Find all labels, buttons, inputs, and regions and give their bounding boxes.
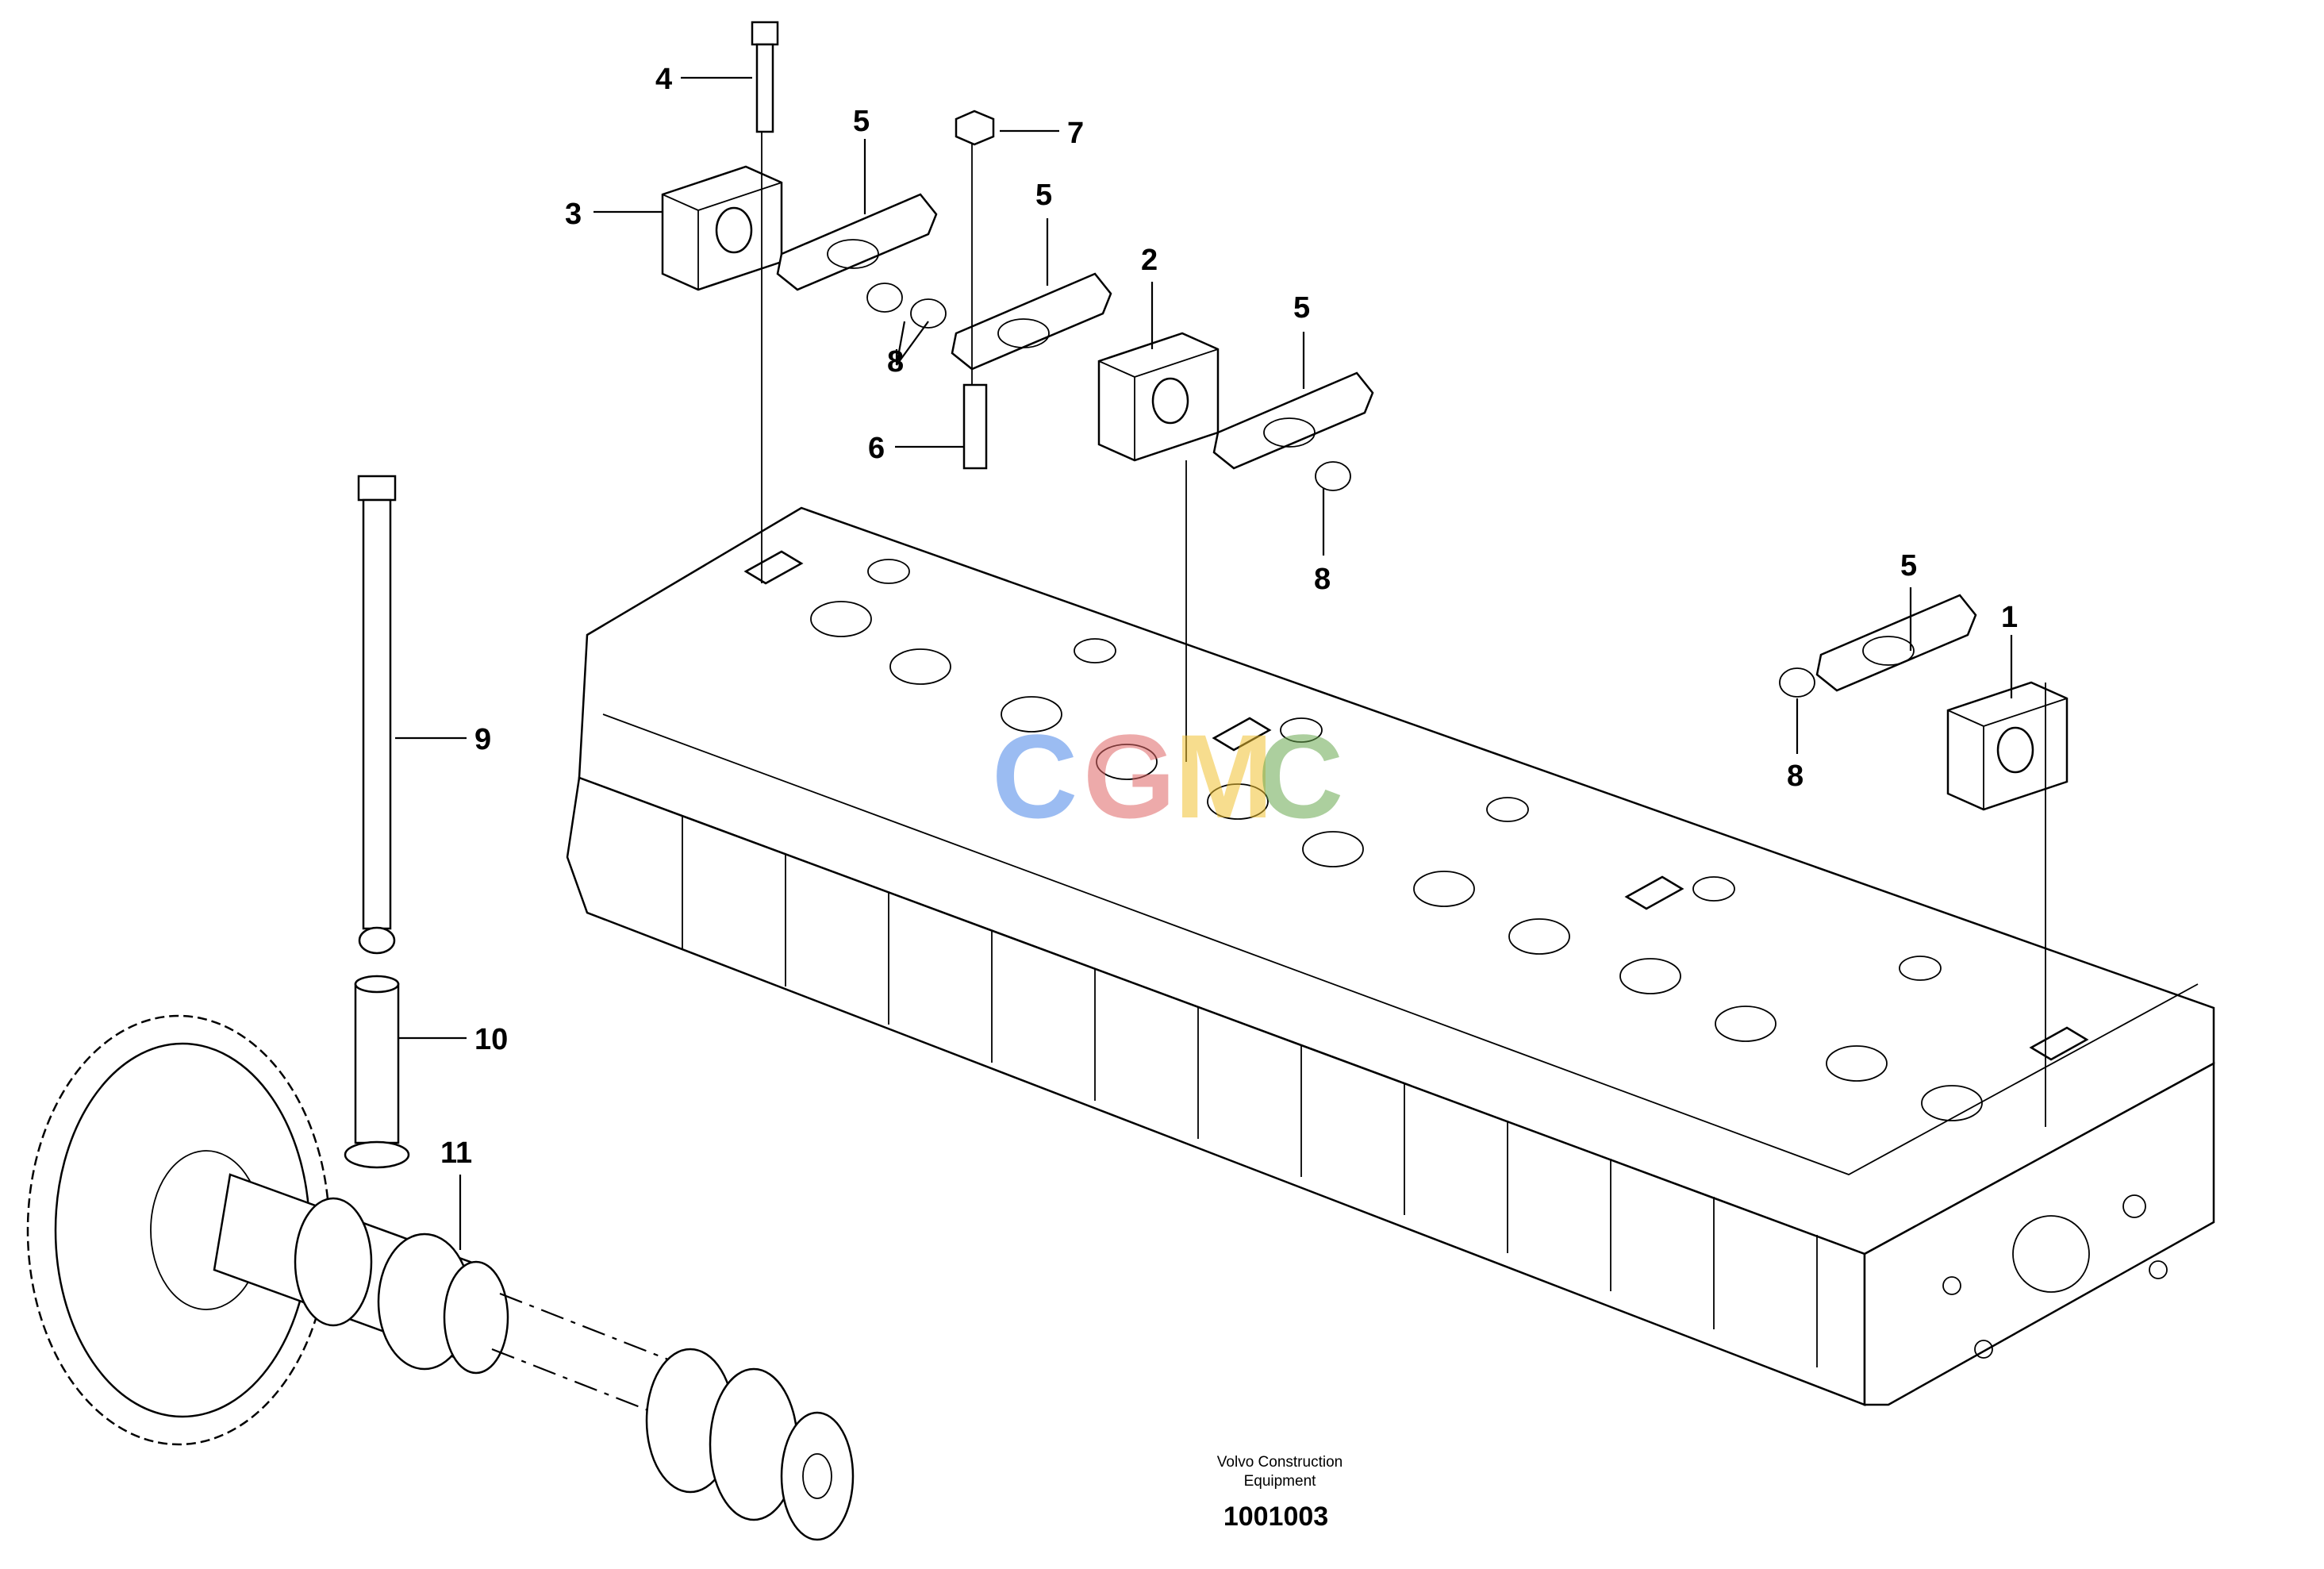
watermark-letter: C [992,710,1077,843]
callout-2: 2 [1141,244,1158,277]
callout-6: 6 [868,432,885,465]
watermark-letter: M [1174,710,1273,843]
callout-1: 1 [2001,601,2018,634]
watermark-letter: C [1258,710,1343,843]
callouts: 4 5 7 3 5 2 5 8 6 8 9 5 1 8 10 11 [440,63,2018,1170]
footer: Volvo Construction Equipment 1001003 [1217,1454,1343,1532]
rocker-assembly-right [1779,594,2069,1127]
callout-10: 10 [474,1023,508,1056]
callout-4: 4 [655,63,672,96]
manufacturer-line-2: Equipment [1244,1473,1317,1490]
camshaft [213,1173,855,1541]
camshaft-gear [26,1014,331,1446]
pushrod [357,475,397,955]
callout-8: 8 [1314,563,1331,596]
watermark-letter: G [1083,710,1176,843]
callout-3: 3 [565,198,582,231]
callout-7: 7 [1067,117,1084,150]
callout-5: 5 [1900,549,1917,583]
watermark: C G M C [992,710,1343,843]
callout-8: 8 [1787,760,1804,793]
callout-5: 5 [1293,291,1310,325]
callout-8: 8 [887,345,904,379]
callout-9: 9 [474,723,491,756]
cylinder-head [566,506,2215,1406]
drawing-number: 1001003 [1223,1502,1328,1532]
callout-5: 5 [1035,179,1052,212]
manufacturer-line-1: Volvo Construction [1217,1454,1343,1471]
tappet [344,975,410,1169]
callout-11: 11 [440,1136,472,1170]
rocker-assembly [661,21,1374,762]
leader-lines [395,76,2013,1250]
callout-5: 5 [853,105,870,138]
